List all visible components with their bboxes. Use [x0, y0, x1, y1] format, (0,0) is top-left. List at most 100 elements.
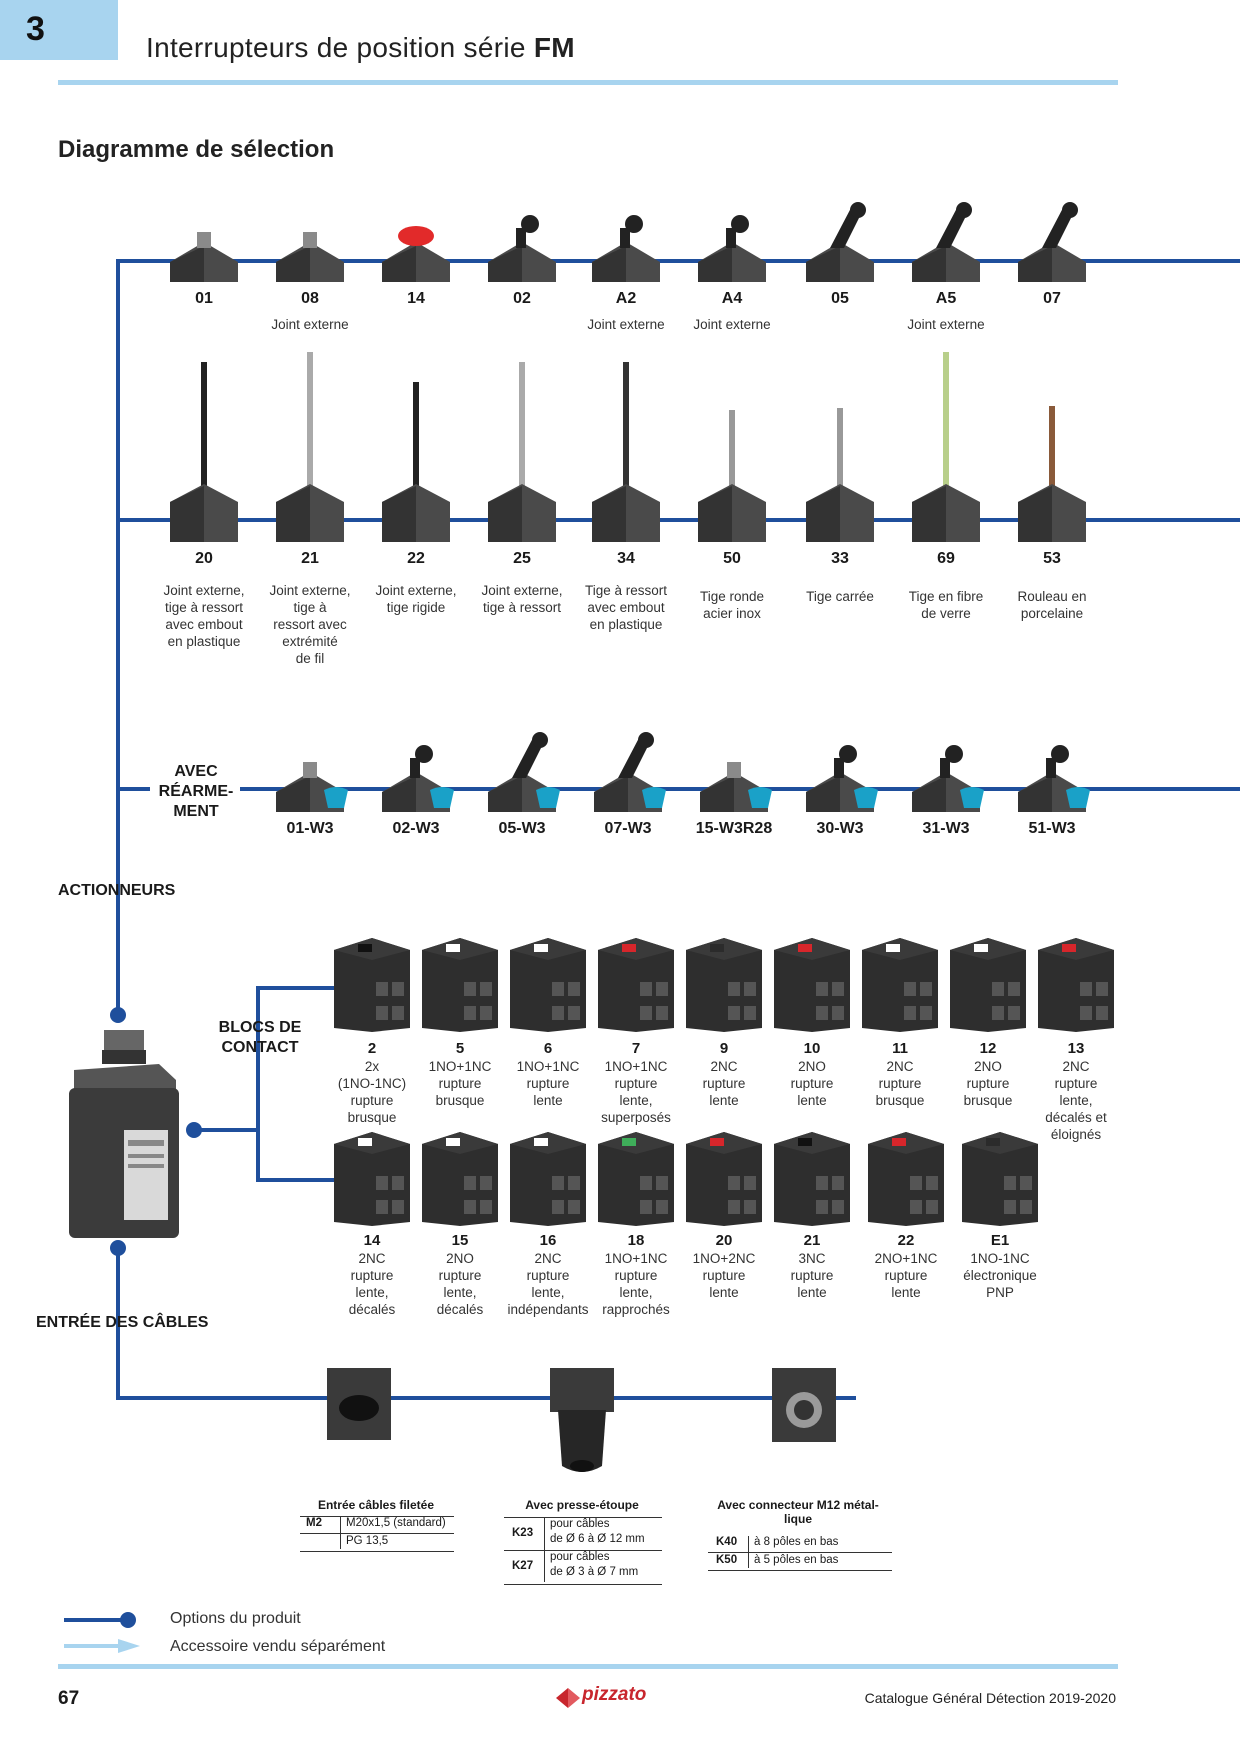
contact-block-code: 2 — [367, 1040, 377, 1057]
actuator-desc: Joint externe — [907, 317, 985, 332]
actuator-desc: Joint externe,tige rigide — [375, 583, 457, 615]
contact-block-image-16 — [510, 1132, 586, 1226]
contact-block-image-E1 — [962, 1132, 1038, 1226]
reset-actuator-code: 02-W3 — [392, 820, 440, 837]
actuator-code: 05 — [831, 290, 849, 307]
reset-actuator-code: 01-W3 — [286, 820, 334, 837]
reset-knob-icon — [960, 787, 984, 808]
contact-block-image-6 — [510, 938, 586, 1032]
reset-knob-icon — [1066, 787, 1090, 808]
actuators-label: ACTIONNEURS — [58, 882, 176, 899]
actuator-code: 01 — [195, 290, 213, 307]
contact-block-image-20 — [686, 1132, 762, 1226]
actuator-image-33 — [806, 408, 874, 542]
actuator-code: 21 — [301, 550, 319, 567]
contact-block-image-22 — [868, 1132, 944, 1226]
actuator-image-A4 — [698, 215, 766, 282]
reset-knob-icon — [324, 787, 348, 808]
contact-block-code: 5 — [455, 1040, 465, 1057]
contact-block-code: 7 — [631, 1040, 641, 1057]
contact-block-image-21 — [774, 1132, 850, 1226]
contact-block-code: 11 — [892, 1040, 908, 1057]
actuator-code: 33 — [831, 550, 849, 567]
actuator-image-A5 — [912, 202, 980, 282]
legend-option-dot — [120, 1612, 136, 1628]
actuator-code: 20 — [195, 550, 213, 567]
legend-accessory-arrow-icon — [64, 1639, 140, 1653]
contact-block-code: 21 — [803, 1232, 821, 1249]
contact-block-code: 12 — [979, 1040, 997, 1057]
reset-knob-icon — [536, 787, 560, 808]
table2-row-2: K27 pour câbles de Ø 3 à Ø 7 mm — [512, 1551, 639, 1578]
actuator-code: 14 — [407, 290, 425, 307]
contact-block-image-18 — [598, 1132, 674, 1226]
cable-vertical — [116, 1248, 120, 1398]
actuator-code: A5 — [935, 290, 957, 307]
catalog-title: Catalogue Général Détection 2019-2020 — [864, 1690, 1116, 1706]
contact-block-image-11 — [862, 938, 938, 1032]
table3-row-2: K50 à 5 pôles en bas — [716, 1554, 839, 1566]
table2-row-1: K23 pour câbles de Ø 6 à Ø 12 mm — [504, 1518, 662, 1582]
switch-body-image — [69, 1030, 179, 1238]
table3-row-1: K40 à 8 pôles en bas — [708, 1536, 892, 1568]
actuator-image-53 — [1018, 406, 1086, 542]
contact-block-image-15 — [422, 1132, 498, 1226]
actuator-image-05 — [806, 202, 874, 282]
m12-connector-image — [772, 1368, 836, 1442]
pizzato-logo-icon — [556, 1688, 580, 1708]
contact-block-code: 14 — [363, 1232, 381, 1249]
vertical-to-switch — [116, 900, 120, 1015]
contact-block-code: 20 — [715, 1232, 733, 1249]
cable-line — [116, 1396, 856, 1400]
table2-title: Avec presse-étoupe — [525, 1498, 639, 1512]
blocs-branch — [194, 1128, 258, 1132]
legend-options-text: Options du produit — [170, 1610, 301, 1627]
actuator-code: 53 — [1043, 550, 1061, 567]
actuator-desc: Joint externe,tige à ressort — [481, 583, 563, 615]
contact-block-code: 13 — [1067, 1040, 1085, 1057]
actuator-code: 22 — [407, 550, 425, 567]
cable-gland-image — [550, 1368, 614, 1472]
row2-line — [116, 518, 1240, 522]
actuator-image-50 — [698, 410, 766, 542]
actuator-code: A4 — [721, 290, 743, 307]
actuator-image-01 — [170, 232, 238, 282]
blocs-row2-line — [256, 1178, 336, 1182]
contact-block-image-9 — [686, 938, 762, 1032]
actuator-image-25 — [488, 362, 556, 542]
row1-line — [116, 259, 1240, 263]
actuator-code: A2 — [615, 290, 637, 307]
reset-actuator-code: 05-W3 — [498, 820, 546, 837]
actuator-desc: Joint externe — [693, 317, 771, 332]
contact-block-image-7 — [598, 938, 674, 1032]
legend-accessory-text: Accessoire vendu séparément — [170, 1638, 386, 1655]
table1-row-2: PG 13,5 — [346, 1535, 389, 1547]
actuator-desc: Tige carrée — [806, 589, 874, 604]
actuator-image-34 — [592, 362, 660, 542]
actuator-image-08 — [276, 232, 344, 282]
actuator-code: 50 — [723, 550, 741, 567]
contact-block-image-12 — [950, 938, 1026, 1032]
actuator-code: 69 — [937, 550, 955, 567]
footer-rule — [58, 1664, 1118, 1669]
pizzato-logo-text: pizzato — [582, 1684, 647, 1705]
chapter-number: 3 — [26, 10, 45, 48]
actuator-code: 25 — [513, 550, 531, 567]
contact-block-code: E1 — [990, 1232, 1010, 1249]
contact-block-code: 9 — [719, 1040, 729, 1057]
reset-actuator-code: 30-W3 — [816, 820, 864, 837]
